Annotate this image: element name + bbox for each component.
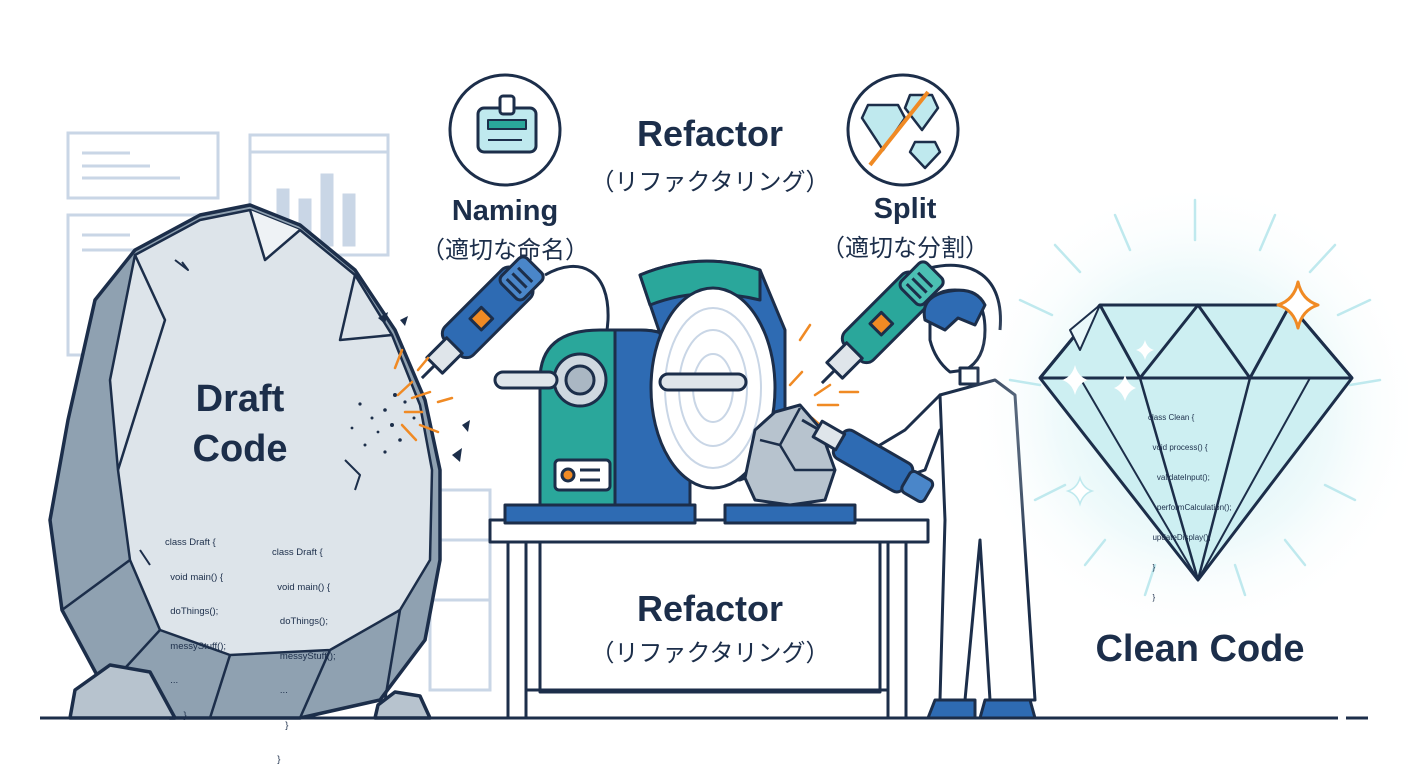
small-rock [743,403,837,507]
top-title: Refactor [636,113,784,154]
naming-sub: （適切な命名） [421,237,589,264]
clean-code-snippet: class Clean { void process() { validateI… [1148,413,1232,602]
draft-code-right: class Draft { void main() { doThings(); … [272,547,336,765]
bench-title: Refactor [636,588,784,629]
draft-code-left: class Draft { void main() { doThings(); … [165,537,227,721]
rock-chips [350,312,470,462]
bench-title-sub: （リファクタリング） [590,640,830,667]
workbench [488,518,930,720]
diamond-rays [1008,198,1382,597]
naming-label: Naming [451,195,559,227]
right-drill-icon [820,260,1002,385]
draft-title-line2: Code [192,428,288,470]
split-gem-icon [846,73,960,187]
clean-code-label: Clean Code [1095,628,1305,670]
left-sparks [393,348,454,442]
split-label: Split [873,193,937,225]
left-drill-icon [420,255,610,401]
sparkle-icon [1062,280,1320,507]
split-sub: （適切な分割） [821,235,989,262]
draft-code-rock [48,203,442,720]
grinder-icon [493,259,857,525]
name-badge-icon [448,73,562,187]
top-title-sub: （リファクタリング） [590,169,830,196]
diamond-icon [1038,303,1354,582]
draft-title-line1: Draft [195,378,285,420]
hand-drill-icon [801,418,935,504]
